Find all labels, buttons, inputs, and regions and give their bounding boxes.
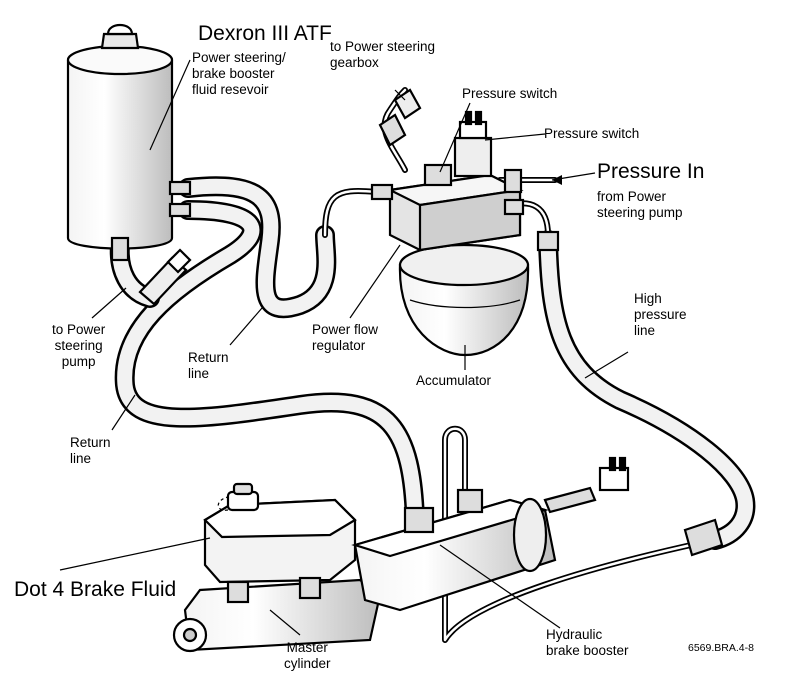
pump-fitting	[138, 248, 192, 306]
return-line-label-2: Return line	[70, 435, 111, 466]
pressure-switch-label-1: Pressure switch	[462, 86, 558, 101]
power-flow-regulator-label: Power flow regulator	[312, 322, 379, 353]
return-hose-short	[178, 176, 337, 319]
figure-code: 6569.BRA.4-8	[688, 642, 754, 654]
to-gearbox-label: to Power steering gearbox	[330, 39, 436, 70]
master-cylinder-label: Master cylinder	[284, 640, 331, 671]
atf-fluid-label: Dexron III ATF	[198, 22, 332, 45]
high-pressure-hose	[538, 230, 756, 550]
master-cylinder-reservoir	[203, 482, 357, 584]
high-pressure-fitting	[683, 518, 724, 557]
leader-lines	[59, 59, 629, 636]
power-flow-regulator-block	[370, 168, 560, 252]
accumulator-sphere	[398, 243, 530, 357]
return-hose-long	[114, 200, 425, 530]
hydraulic-brake-booster	[351, 456, 630, 612]
high-pressure-line-label: High pressure line	[634, 291, 687, 338]
fluid-reservoir	[66, 23, 192, 262]
reservoir-label: Power steering/ brake booster fluid rese…	[192, 50, 286, 97]
hydraulic-booster-label: Hydraulic brake booster	[546, 627, 629, 658]
pressure-switch-label-2: Pressure switch	[544, 126, 640, 141]
brake-fluid-label: Dot 4 Brake Fluid	[14, 578, 177, 601]
pressure-switches	[423, 110, 493, 187]
pressure-in-label: Pressure In	[597, 160, 705, 183]
to-pump-label: to Power steering pump	[52, 322, 106, 369]
from-pump-label: from Power steering pump	[597, 189, 683, 220]
return-line-label-1: Return line	[188, 350, 229, 381]
accumulator-label: Accumulator	[416, 373, 492, 388]
master-cylinder-body	[172, 576, 382, 653]
